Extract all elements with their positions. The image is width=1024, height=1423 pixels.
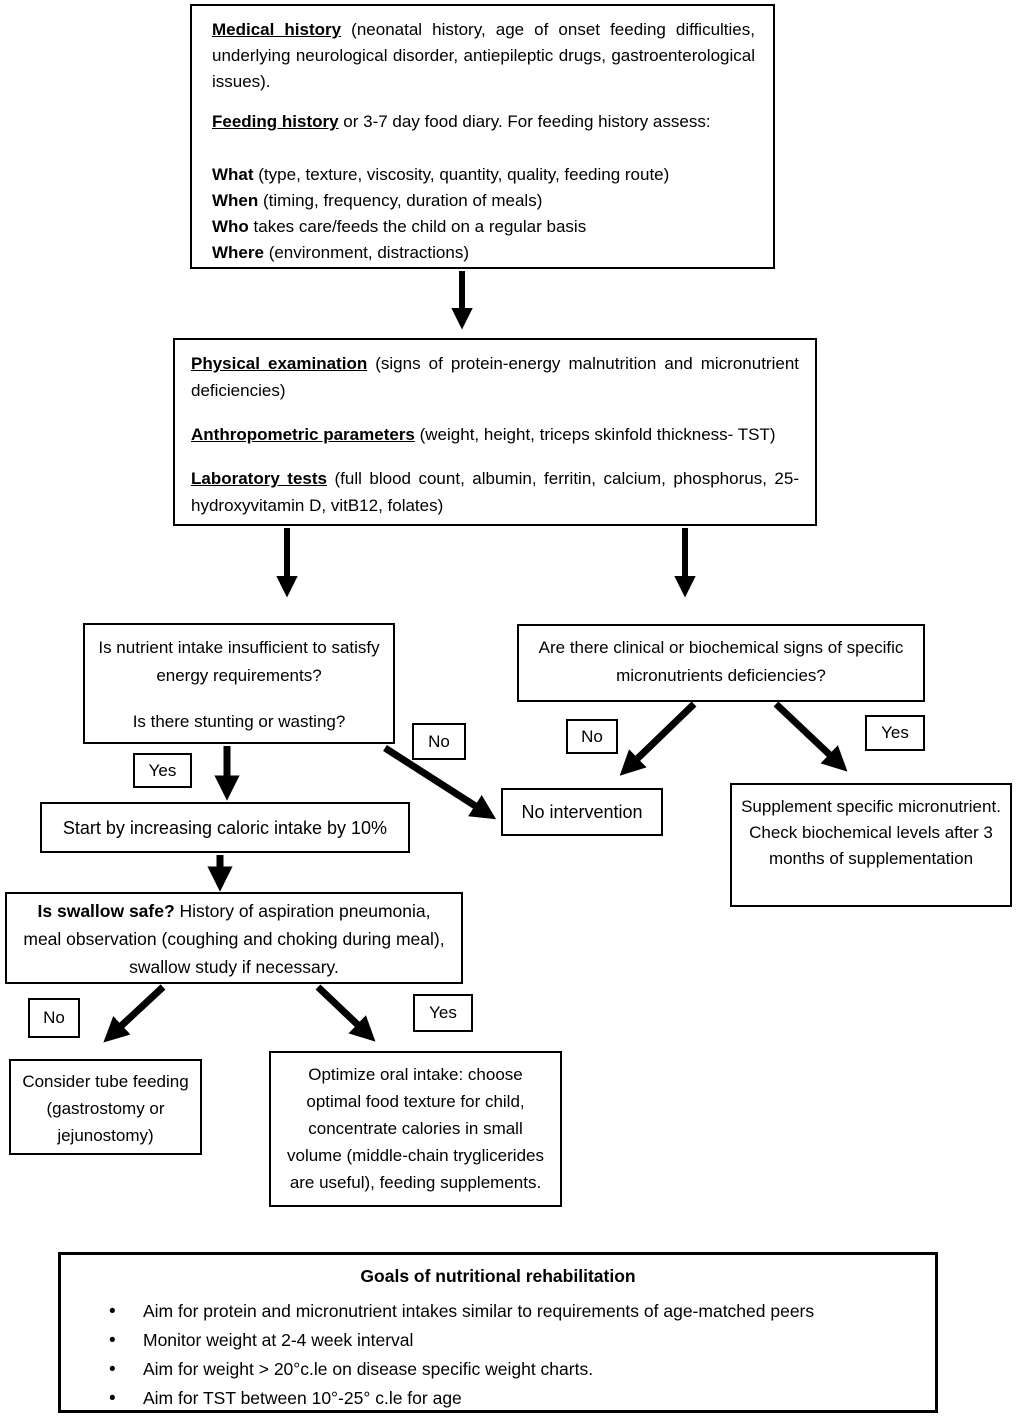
optimize-oral-intake-box: Optimize oral intake: choose optimal foo… bbox=[269, 1051, 562, 1207]
goals-title: Goals of nutritional rehabilitation bbox=[360, 1266, 636, 1286]
arrow-micronutrient-yes-to-supplement bbox=[773, 701, 848, 772]
laboratory-title: Laboratory tests bbox=[191, 469, 327, 488]
optimize-text: Optimize oral intake: choose optimal foo… bbox=[287, 1065, 544, 1192]
nutrient-intake-decision-box: Is nutrient intake insufficient to satis… bbox=[83, 623, 395, 744]
medical-history-paragraph: Medical history (neonatal history, age o… bbox=[212, 17, 755, 95]
goals-box: Goals of nutritional rehabilitation Aim … bbox=[58, 1252, 938, 1413]
goals-list: Aim for protein and micronutrient intake… bbox=[61, 1297, 935, 1413]
arrow-swallow-no-to-tube bbox=[103, 984, 166, 1043]
physical-examination-paragraph: Physical examination (signs of protein-e… bbox=[191, 350, 799, 404]
medical-history-text: (neonatal history, age of onset feeding … bbox=[212, 20, 755, 91]
no-intervention-box: No intervention bbox=[501, 788, 663, 836]
feeding-history-title: Feeding history bbox=[212, 112, 339, 131]
arrow-swallow-yes-to-optimize bbox=[315, 984, 376, 1042]
history-assessment-box: Medical history (neonatal history, age o… bbox=[190, 4, 775, 269]
supplement-text: Supplement specific micronutrient. Check… bbox=[741, 797, 1001, 868]
physical-examination-text: (signs of protein-energy malnutrition an… bbox=[191, 354, 800, 400]
swallow-question-lead: Is swallow safe? bbox=[37, 901, 175, 921]
swallow-no-label: No bbox=[28, 998, 80, 1038]
supplement-micronutrient-box: Supplement specific micronutrient. Check… bbox=[730, 783, 1012, 907]
swallow-question: Is swallow safe? History of aspiration p… bbox=[19, 897, 449, 981]
micronutrient-yes-label: Yes bbox=[865, 715, 925, 751]
examination-box: Physical examination (signs of protein-e… bbox=[173, 338, 817, 526]
goal-item-2: Monitor weight at 2-4 week interval bbox=[61, 1326, 935, 1355]
swallow-yes-label: Yes bbox=[413, 994, 473, 1032]
micronutrient-no-label: No bbox=[566, 719, 618, 754]
goal-item-1: Aim for protein and micronutrient intake… bbox=[61, 1297, 935, 1326]
tube-feeding-box: Consider tube feeding (gastrostomy or je… bbox=[9, 1059, 202, 1155]
tube-feeding-text: Consider tube feeding (gastrostomy or je… bbox=[22, 1072, 189, 1145]
nutrient-no-label: No bbox=[412, 723, 466, 760]
anthropometric-title: Anthropometric parameters bbox=[191, 425, 415, 444]
medical-history-title: Medical history bbox=[212, 20, 342, 39]
increase-caloric-intake-box: Start by increasing caloric intake by 10… bbox=[40, 802, 410, 853]
physical-examination-title: Physical examination bbox=[191, 354, 368, 373]
anthropometric-text: (weight, height, triceps skinfold thickn… bbox=[414, 425, 776, 444]
feeding-item-what: What (type, texture, viscosity, quantity… bbox=[212, 165, 670, 184]
feeding-item-when: When (timing, frequency, duration of mea… bbox=[212, 191, 543, 210]
goal-item-4: Aim for TST between 10°-25° c.le for age bbox=[61, 1384, 935, 1413]
feeding-history-paragraph: Feeding history or 3-7 day food diary. F… bbox=[212, 109, 755, 135]
nutrient-yes-label: Yes bbox=[133, 753, 192, 788]
feeding-history-text: or 3-7 day food diary. For feeding histo… bbox=[338, 112, 711, 131]
nutrient-question-2: Is there stunting or wasting? bbox=[132, 712, 346, 731]
laboratory-text: (full blood count, albumin, ferritin, ca… bbox=[191, 469, 799, 515]
arrow-micronutrient-no-to-no-intervention bbox=[619, 701, 697, 776]
micronutrient-question: Are there clinical or biochemical signs … bbox=[538, 638, 904, 685]
feeding-item-who: Who takes care/feeds the child on a regu… bbox=[212, 217, 587, 236]
swallow-safe-decision-box: Is swallow safe? History of aspiration p… bbox=[5, 892, 463, 984]
goal-item-3: Aim for weight > 20°c.le on disease spec… bbox=[61, 1355, 935, 1384]
anthropometric-paragraph: Anthropometric parameters (weight, heigh… bbox=[191, 421, 799, 448]
laboratory-paragraph: Laboratory tests (full blood count, albu… bbox=[191, 465, 799, 519]
feeding-item-where: Where (environment, distractions) bbox=[212, 243, 469, 262]
swallow-question-rest: History of aspiration pneumonia, meal ob… bbox=[23, 901, 445, 977]
nutrient-question-1: Is nutrient intake insufficient to satis… bbox=[98, 638, 380, 685]
micronutrient-decision-box: Are there clinical or biochemical signs … bbox=[517, 624, 925, 702]
